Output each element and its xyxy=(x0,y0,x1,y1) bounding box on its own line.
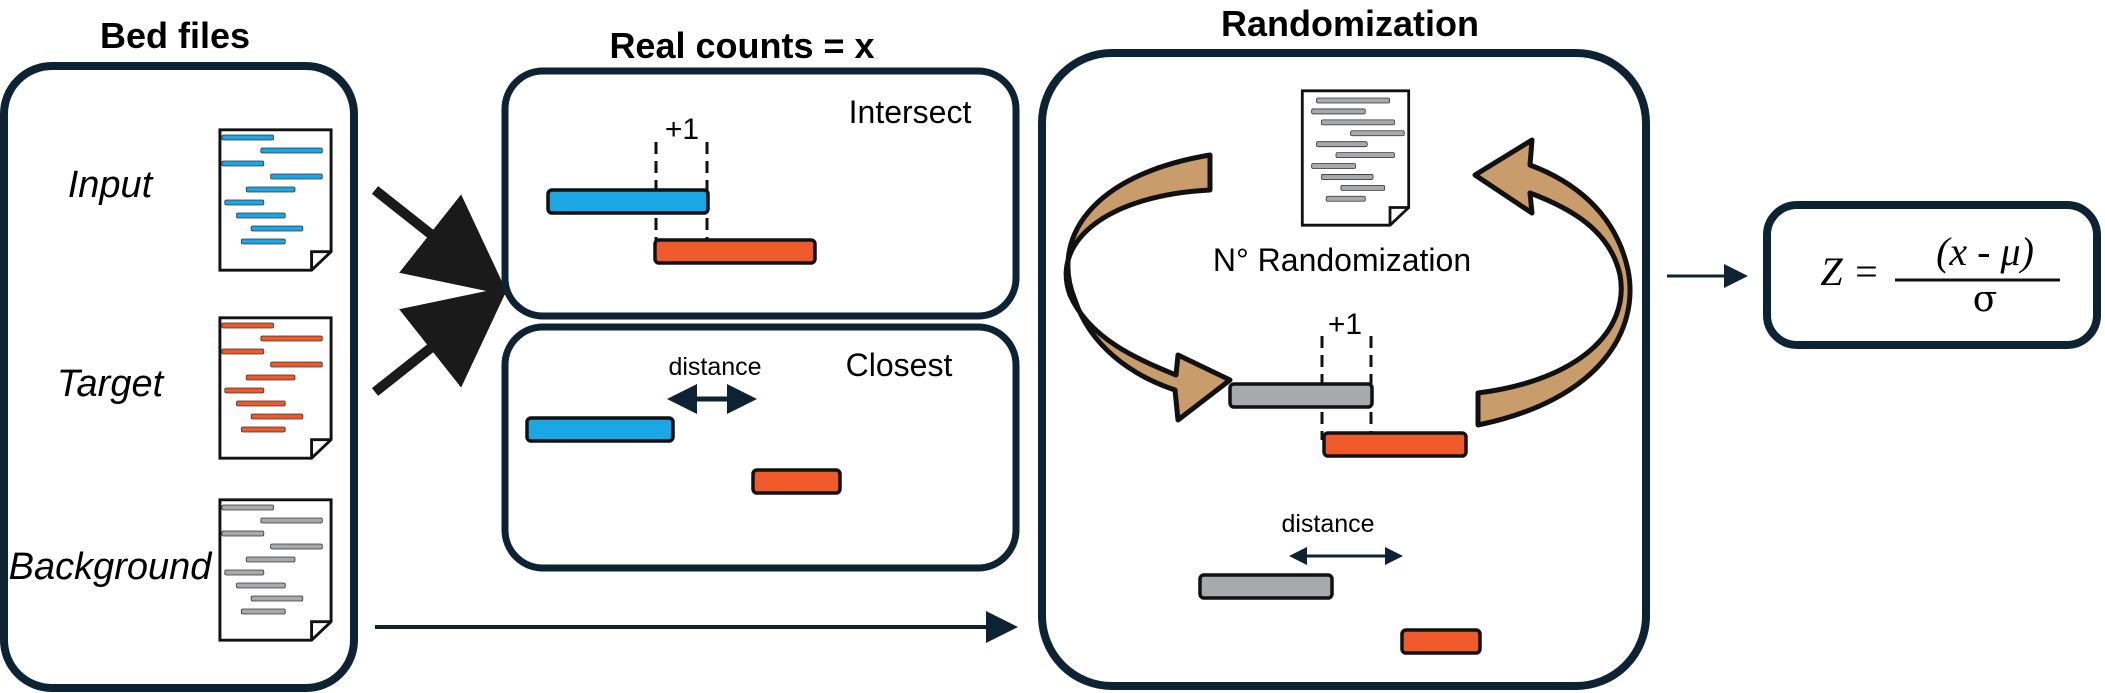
file-stripe xyxy=(224,387,265,394)
file-stripe xyxy=(1320,119,1395,126)
right-cycle-arrow xyxy=(1472,137,1633,428)
file-stripe xyxy=(250,413,304,420)
file-stripe xyxy=(245,556,296,563)
intersect-input-interval xyxy=(546,188,710,215)
file-stripe xyxy=(270,173,323,180)
file-stripe xyxy=(260,335,323,342)
bed-files-panel: Bed files Input Target Background xyxy=(0,15,358,692)
closest-input-interval xyxy=(525,416,675,443)
zscore-frame xyxy=(1763,201,2101,349)
file-stripe xyxy=(245,374,296,381)
file-stripe xyxy=(1320,174,1374,180)
file-stripe xyxy=(221,348,265,355)
file-stripe xyxy=(270,543,323,550)
target-label: Target xyxy=(57,363,165,405)
randomized-file-icon xyxy=(1300,89,1411,227)
randomization-caption: N° Randomization xyxy=(1213,242,1471,278)
file-stripe xyxy=(221,504,274,511)
intersect-label: Intersect xyxy=(849,94,972,130)
randomization-frame xyxy=(1038,49,1650,690)
file-stripe xyxy=(236,582,286,589)
randomization-panel: Randomization N° Randomization +1 distan… xyxy=(1038,3,1650,690)
file-stripe xyxy=(260,147,323,154)
file-stripe xyxy=(1311,108,1366,115)
bed-files-frame xyxy=(0,62,358,692)
zscore-lhs: Z = xyxy=(1820,249,1879,294)
file-stripe xyxy=(221,160,265,167)
random-background-interval-2 xyxy=(1198,573,1334,600)
random-background-interval-1 xyxy=(1228,382,1374,409)
file-stripe xyxy=(240,238,286,245)
file-stripe xyxy=(221,530,265,537)
file-stripe xyxy=(236,400,286,407)
randomization-title: Randomization xyxy=(1221,3,1479,44)
file-stripe xyxy=(236,212,286,219)
file-stripe xyxy=(250,595,304,602)
file-stripe xyxy=(1325,195,1366,202)
real-counts-title: Real counts = x xyxy=(609,25,874,66)
intersect-target-interval xyxy=(653,238,817,265)
file-stripe xyxy=(260,517,323,524)
randomization-distance-label: distance xyxy=(1281,510,1374,538)
input-to-real-counts-arrow xyxy=(371,186,509,296)
closest-distance-label: distance xyxy=(668,353,761,381)
file-stripe xyxy=(1311,163,1356,169)
file-stripe xyxy=(224,569,265,576)
background-label: Background xyxy=(9,546,214,588)
input-label: Input xyxy=(68,164,154,206)
bed-files-title: Bed files xyxy=(100,15,250,56)
zscore-denominator: σ xyxy=(1973,279,1998,320)
file-stripe xyxy=(270,361,323,368)
zscore-panel: Z = (x - μ) σ xyxy=(1763,201,2101,349)
zscore-numerator: (x - μ) xyxy=(1936,229,2034,274)
intersect-plus-one: +1 xyxy=(665,113,699,146)
real-counts-panel: Real counts = x Intersect +1 Closest dis… xyxy=(501,25,1020,572)
file-stripe xyxy=(245,186,296,193)
target-to-real-counts-arrow xyxy=(371,286,509,396)
closest-target-interval xyxy=(751,468,842,495)
file-stripe xyxy=(1316,141,1368,148)
file-stripe xyxy=(240,426,286,433)
intersect-frame xyxy=(501,67,1020,320)
randomization-plus-one: +1 xyxy=(1328,308,1362,341)
file-stripe xyxy=(1316,97,1391,104)
file-stripe xyxy=(1350,130,1405,137)
random-target-interval-1 xyxy=(1322,431,1468,458)
file-stripe xyxy=(240,608,286,615)
closest-label: Closest xyxy=(846,347,953,383)
input-file-icon xyxy=(218,128,333,272)
file-stripe xyxy=(250,225,304,232)
file-stripe xyxy=(221,322,274,329)
file-stripe xyxy=(224,199,265,206)
random-target-interval-2 xyxy=(1400,628,1482,655)
background-file-icon xyxy=(218,498,333,642)
target-file-icon xyxy=(218,316,333,460)
closest-frame xyxy=(501,323,1020,572)
file-stripe xyxy=(221,134,274,141)
file-stripe xyxy=(1340,184,1386,191)
left-cycle-arrow xyxy=(1063,152,1233,423)
file-stripe xyxy=(1335,152,1395,159)
